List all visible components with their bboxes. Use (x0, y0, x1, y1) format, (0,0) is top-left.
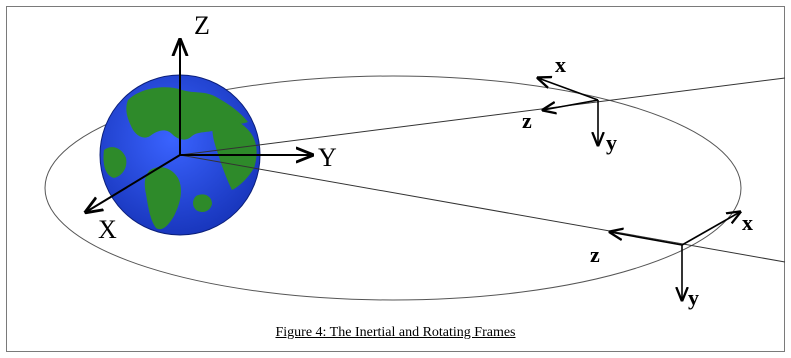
figure-caption-container: Figure 4: The Inertial and Rotating Fram… (0, 325, 791, 341)
landmass-island (193, 194, 212, 212)
rotating-frame-upper: x z y (522, 52, 617, 155)
radial-line-upper (179, 77, 786, 156)
landmass-west (103, 147, 127, 178)
figure-caption: Figure 4: The Inertial and Rotating Fram… (275, 325, 516, 340)
inertial-z-label: Z (194, 11, 210, 40)
rotating-lower-z-label: z (590, 242, 600, 267)
inertial-y-label: Y (318, 143, 337, 172)
rotating-lower-x-axis (681, 212, 740, 246)
radial-line-lower (179, 154, 786, 263)
rotating-upper-z-label: z (522, 108, 532, 133)
rotating-upper-z-axis (543, 99, 599, 110)
orbit-ellipse (44, 75, 742, 301)
inertial-x-label: X (98, 215, 117, 244)
rotating-frame-lower: x z y (590, 210, 753, 310)
rotating-lower-z-axis (610, 232, 683, 246)
rotating-lower-y-label: y (688, 285, 699, 310)
rotating-lower-x-label: x (742, 210, 753, 235)
inertial-frame: Z Y X (86, 11, 337, 244)
rotating-upper-x-label: x (555, 52, 566, 77)
rotating-upper-x-axis (538, 78, 599, 101)
landmass-east (212, 116, 257, 190)
landmass-south (144, 167, 181, 230)
inertial-x-axis (86, 154, 181, 212)
rotating-upper-y-label: y (606, 130, 617, 155)
